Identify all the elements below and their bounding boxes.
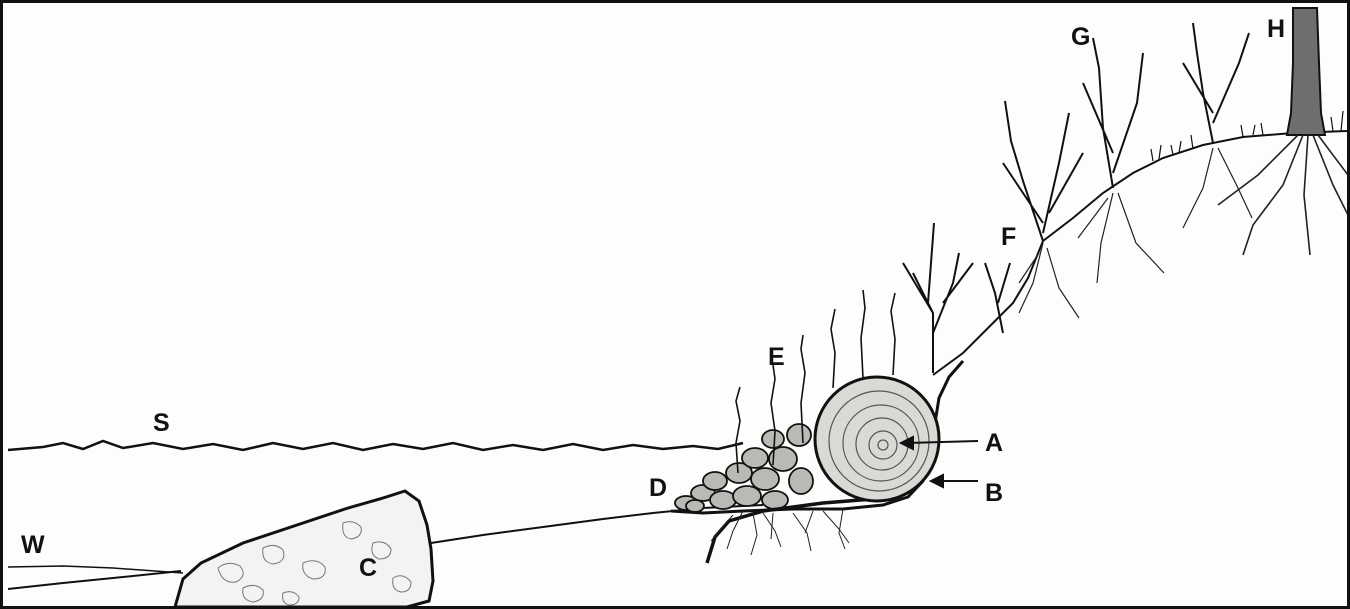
label-a: A: [985, 431, 1003, 456]
shoreline-cross-section-illustration: [3, 3, 1350, 609]
label-h: H: [1267, 17, 1285, 42]
boulder: [175, 491, 433, 607]
stone-pile: [675, 424, 813, 512]
label-c: C: [359, 556, 377, 581]
label-w: W: [21, 533, 45, 558]
root-system-low: [711, 509, 849, 555]
tree-trunk: [1287, 8, 1325, 135]
label-e: E: [768, 345, 785, 370]
coir-log: [815, 377, 939, 501]
label-s: S: [153, 411, 170, 436]
upper-bank-line: [933, 131, 1348, 375]
tree-roots: [1218, 135, 1350, 255]
lake-bottom-line: [8, 571, 181, 589]
water-surface-line: [8, 441, 743, 450]
label-g: G: [1071, 25, 1090, 50]
label-b: B: [985, 481, 1003, 506]
label-d: D: [649, 476, 667, 501]
lake-bottom-line-left-lower: [8, 566, 183, 573]
shrub-planting: [903, 23, 1249, 373]
label-f: F: [1001, 225, 1016, 250]
